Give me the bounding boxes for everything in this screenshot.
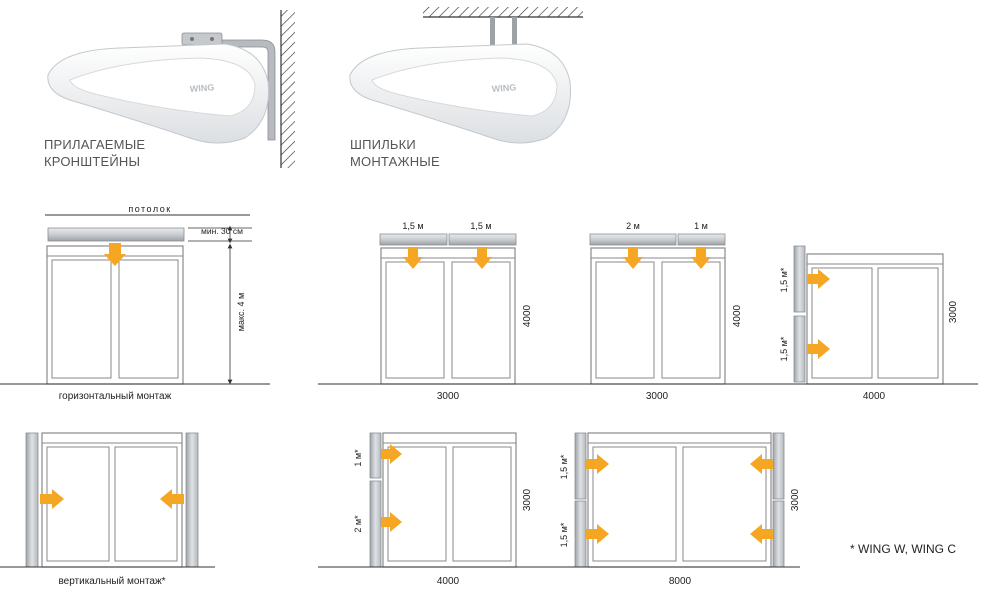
door-leaf-right (877, 267, 939, 379)
door-leaf-right (451, 261, 511, 379)
airflow-arrow-down (403, 247, 423, 269)
door-leaf-left (51, 259, 112, 379)
width-dimension: 3000 (437, 391, 460, 402)
door-leaf-right (452, 446, 512, 562)
brand-logo: WING (491, 82, 516, 94)
air-curtain-unit-vertical (772, 500, 785, 568)
airflow-arrow-left (750, 454, 773, 474)
door-leaf-left (595, 261, 655, 379)
brand-logo: WING (189, 82, 214, 94)
ceiling-label: потолок (128, 204, 171, 214)
door-frame (587, 432, 772, 568)
ceiling-hatch (423, 7, 583, 17)
airflow-arrow-right (807, 269, 830, 289)
airflow-arrow-down (691, 247, 711, 269)
wall-hatch (281, 10, 295, 168)
door-leaf-left (385, 261, 445, 379)
airflow-arrow-down (623, 247, 643, 269)
airflow-arrow-right (40, 489, 64, 509)
unit-length-label: 1,5 м* (779, 267, 789, 292)
airflow-arrow-right (381, 444, 402, 464)
airflow-arrow-down (472, 247, 492, 269)
air-curtain-unit (448, 233, 517, 246)
air-curtain-unit-vertical (772, 432, 785, 500)
air-curtain-unit-vertical (185, 432, 199, 568)
air-curtain-unit-vertical (793, 315, 806, 383)
bracket-caption: ПРИЛАГАЕМЫЕ КРОНШТЕЙНЫ (44, 137, 146, 169)
config-b-diagram: 2 м 1 м 4000 3000 (589, 221, 743, 402)
door-leaf-left (592, 446, 677, 562)
footnote: * WING W, WING C (850, 542, 956, 556)
door-leaf-right (682, 446, 767, 562)
door-frame (41, 432, 183, 568)
horizontal-mount-diagram: потолок мин. 30 см макс. 4 м горизонталь… (0, 204, 270, 402)
door-frame (46, 245, 184, 385)
airflow-arrow-left (160, 489, 184, 509)
unit-length-label: 1 м* (353, 449, 363, 467)
unit-length-label: 2 м (626, 221, 640, 231)
door-frame (382, 432, 517, 568)
door-frame (590, 247, 726, 385)
height-dimension: 3000 (790, 488, 801, 511)
airflow-arrow-right (807, 339, 830, 359)
wall-bracket (184, 39, 276, 141)
airflow-arrow-down (104, 243, 126, 266)
width-dimension: 4000 (437, 576, 460, 587)
unit-length-label: 1,5 м (470, 221, 491, 231)
air-curtain-unit (677, 233, 726, 246)
width-dimension: 8000 (669, 576, 692, 587)
door-leaf-left (387, 446, 447, 562)
config-d-diagram: 1 м* 2 м* 3000 4000 (353, 432, 533, 587)
door-leaf-left (811, 267, 873, 379)
airflow-arrow-left (750, 524, 773, 544)
width-dimension: 4000 (863, 391, 886, 402)
air-curtain-unit (589, 233, 677, 246)
min-gap-label: мин. 30 см (201, 226, 243, 236)
unit-length-label: 1,5 м* (559, 522, 569, 547)
air-curtain-unit-vertical (793, 245, 806, 313)
max-height-label: макс. 4 м (236, 293, 246, 331)
width-dimension: 3000 (646, 391, 669, 402)
air-curtain-unit-vertical (25, 432, 39, 568)
door-frame (380, 247, 516, 385)
height-dimension: 4000 (522, 304, 533, 327)
air-curtain-unit-vertical (574, 432, 587, 500)
airflow-arrow-right (381, 512, 402, 532)
airflow-arrow-right (586, 524, 609, 544)
unit-length-label: 1,5 м* (559, 454, 569, 479)
height-dimension: 3000 (522, 488, 533, 511)
config-e-diagram: 1,5 м* 1,5 м* 3000 8000 (559, 432, 801, 587)
config-c-diagram: 1,5 м* 1,5 м* 3000 4000 (779, 245, 959, 402)
unit-length-label: 1,5 м* (779, 336, 789, 361)
studs-caption: ШПИЛЬКИ МОНТАЖНЫЕ (350, 137, 440, 169)
door-leaf-right (661, 261, 721, 379)
air-curtain-unit-vertical (369, 480, 382, 568)
unit-length-label: 1,5 м (402, 221, 423, 231)
vertical-caption: вертикальный монтаж* (58, 576, 165, 587)
unit-length-label: 2 м* (353, 515, 363, 533)
air-curtain-unit (47, 227, 185, 242)
horizontal-caption: горизонтальный монтаж (59, 391, 172, 402)
bracket-mount-illustration: WING (47, 10, 295, 168)
config-a-diagram: 1,5 м 1,5 м 4000 3000 (379, 221, 533, 402)
door-frame (806, 253, 944, 385)
air-curtain-unit-vertical (574, 500, 587, 568)
studs-mount-illustration: WING (349, 7, 583, 144)
stud-right (512, 17, 517, 55)
air-curtain-unit (379, 233, 448, 246)
height-dimension: 4000 (732, 304, 743, 327)
stud-left (490, 17, 495, 55)
unit-length-label: 1 м (694, 221, 708, 231)
vertical-mount-diagram: вертикальный монтаж* (0, 432, 215, 587)
door-leaf-right (118, 259, 179, 379)
airflow-arrow-right (586, 454, 609, 474)
air-curtain-unit-vertical (369, 432, 382, 479)
height-dimension: 3000 (948, 300, 959, 323)
